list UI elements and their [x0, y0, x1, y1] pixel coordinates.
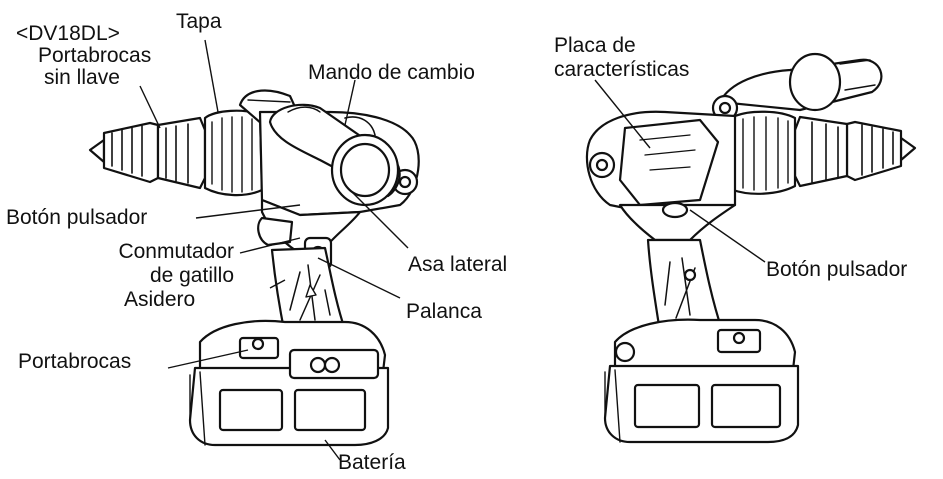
- label-boton-pulsador-left: Botón pulsador: [6, 206, 147, 229]
- label-bateria: Batería: [338, 451, 406, 474]
- label-portabrocas: Portabrocas: [18, 350, 131, 373]
- label-palanca: Palanca: [406, 300, 482, 323]
- label-placa-line1: Placa de: [554, 34, 636, 57]
- label-asa-lateral: Asa lateral: [408, 253, 507, 276]
- label-mando-de-cambio: Mando de cambio: [308, 61, 475, 84]
- left-battery: [190, 321, 388, 445]
- label-conmutador-line1: Conmutador: [48, 240, 234, 263]
- label-conmutador-line2: de gatillo: [48, 264, 234, 287]
- left-chuck: [90, 118, 205, 188]
- label-portabrocas-sin-llave-line2: sin llave: [44, 66, 120, 89]
- label-tapa: Tapa: [176, 10, 222, 33]
- right-drill: [587, 54, 915, 442]
- label-boton-pulsador-right: Botón pulsador: [766, 258, 907, 281]
- label-placa-line2: características: [554, 58, 689, 81]
- label-portabrocas-sin-llave-line1: Portabrocas: [38, 44, 151, 67]
- label-asidero: Asidero: [124, 288, 195, 311]
- model-label: <DV18DL>: [16, 22, 120, 45]
